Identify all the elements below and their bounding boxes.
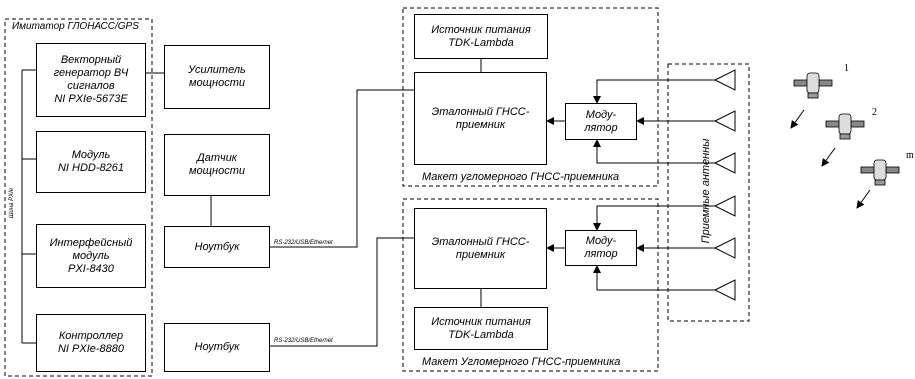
antenna-icon [713,279,736,301]
antenna-icon [713,69,736,91]
bottom-modulator-block: Моду- лятор [565,230,637,266]
antenna-icon [713,195,736,217]
power-amplifier-block: Усилитель мощности [164,45,270,109]
antennas-label: Приемные антенны [700,138,712,244]
bottom-receiver-block: Эталонный ГНСС- приемник [414,208,547,289]
simulator-title: Имитатор ГЛОНАСС/GPS [12,21,139,32]
top-model-frame [402,7,659,187]
satellite-icon [825,113,865,140]
bottom-model-caption: Макет Угломерного ГНСС-приемника [422,356,621,368]
satellite-label-1: 1 [844,63,849,74]
top-power-supply-block: Источник питания TDK-Lambda [414,14,548,59]
simulator-frame [4,18,153,377]
satellite-icon [793,72,833,99]
antenna-icon [713,237,736,259]
bottom-power-supply-block: Источник питания TDK-Lambda [414,307,548,350]
antenna-icon [713,110,736,132]
antennas-frame [667,63,750,322]
antenna-icon [713,152,736,174]
power-sensor-block: Датчик мощности [164,134,270,196]
laptop-1-block: Ноутбук [164,226,270,268]
interface-label-2: RS-232/USB/Ethernet [274,338,333,344]
interface-module-block: Интерфейсный модуль PXI-8430 [36,224,146,288]
bus-label: Шина PXIe [9,187,15,219]
bottom-model-frame [402,198,659,372]
hdd-module-block: Модуль NI HDD-8261 [36,131,146,193]
top-modulator-block: Моду- лятор [565,103,637,140]
satellite-label-2: 2 [872,107,877,118]
top-model-caption: Макет угломерного ГНСС-приемника [422,171,620,183]
laptop-2-block: Ноутбук [164,323,270,372]
top-receiver-block: Эталонный ГНСС- приемник [414,72,547,165]
satellite-label-m: m [906,150,914,161]
satellite-icon [860,159,900,186]
vector-generator-block: Векторный генератор ВЧ сигналов NI PXIe-… [36,43,146,117]
interface-label-1: RS-232/USB/Ethernet [274,240,333,246]
controller-block: Контроллер NI PXIe-8880 [36,314,146,372]
